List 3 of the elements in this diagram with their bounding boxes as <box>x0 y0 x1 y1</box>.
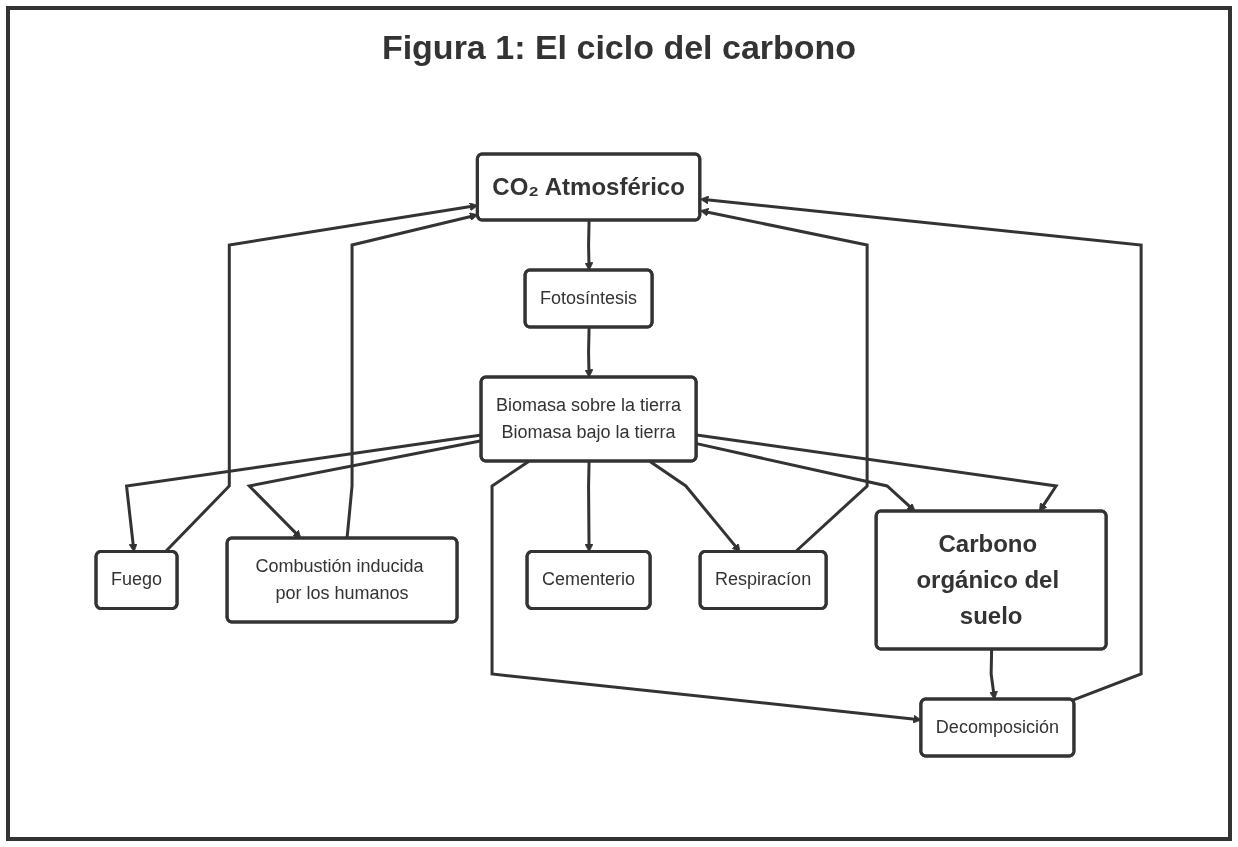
diagram-title: Figura 1: El ciclo del carbono <box>381 28 857 67</box>
arrow <box>700 195 1144 702</box>
arrow <box>584 220 594 271</box>
